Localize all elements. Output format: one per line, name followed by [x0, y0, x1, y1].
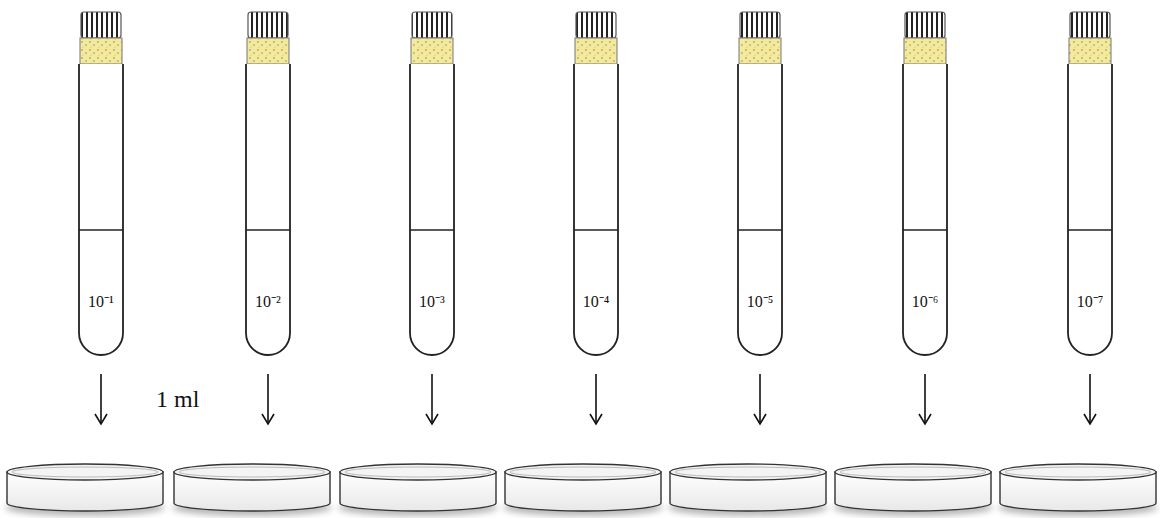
petri-dish: [5, 464, 165, 516]
arrow: [754, 374, 766, 424]
tube-cap: [411, 12, 453, 64]
test-tube: 10⁻¹: [78, 64, 124, 356]
arrow: [590, 374, 602, 424]
dilution-label: 10⁻³: [409, 290, 455, 312]
test-tube: 10⁻²: [245, 64, 291, 356]
arrow: [426, 374, 438, 424]
test-tube: 10⁻⁵: [737, 64, 783, 356]
arrow: [919, 374, 931, 424]
dilution-label: 10⁻¹: [78, 290, 124, 312]
test-tube: 10⁻⁶: [902, 64, 948, 356]
test-tube: 10⁻³: [409, 64, 455, 356]
dilution-label: 10⁻²: [245, 290, 291, 312]
petri-dish: [668, 464, 828, 516]
arrow: [262, 374, 274, 424]
petri-dish: [338, 464, 498, 516]
petri-dish: [998, 464, 1158, 516]
petri-dish: [833, 464, 993, 516]
tube-cap: [1069, 12, 1111, 64]
volume-label: 1 ml: [156, 386, 199, 413]
tube-cap: [739, 12, 781, 64]
test-tube: 10⁻⁴: [573, 64, 619, 356]
tube-cap: [80, 12, 122, 64]
tube-cap: [247, 12, 289, 64]
petri-dish: [503, 464, 663, 516]
petri-dish: [172, 464, 332, 516]
test-tube: 10⁻⁷: [1067, 64, 1113, 356]
arrow: [95, 374, 107, 424]
dilution-label: 10⁻⁵: [737, 290, 783, 312]
dilution-label: 10⁻⁴: [573, 290, 619, 312]
arrow: [1084, 374, 1096, 424]
dilution-label: 10⁻⁶: [902, 290, 948, 312]
tube-cap: [904, 12, 946, 64]
tube-cap: [575, 12, 617, 64]
dilution-label: 10⁻⁷: [1067, 290, 1113, 312]
